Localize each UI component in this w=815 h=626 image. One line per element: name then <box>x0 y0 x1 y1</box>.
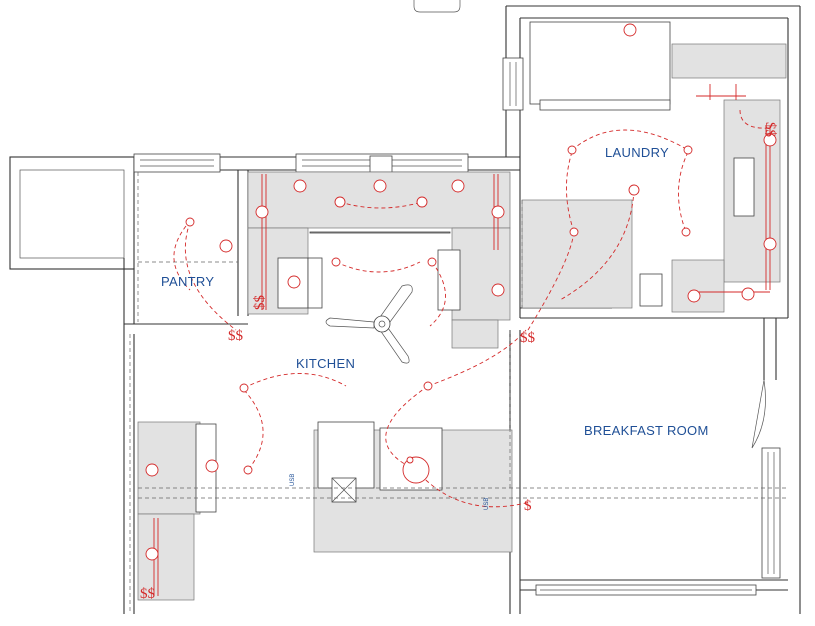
room-label-pantry: PANTRY <box>161 274 214 289</box>
switch-bottom: $$ <box>140 586 156 602</box>
fixtures <box>145 23 777 561</box>
switch-kitchen-east: $$ <box>520 330 536 346</box>
switches: $$ $$ $$ $$ $$ $ <box>140 122 778 602</box>
ceiling-fan-icon <box>325 284 413 364</box>
wiring <box>173 109 771 508</box>
dashed-lines <box>129 172 788 614</box>
outlet-runs <box>153 84 771 596</box>
room-labels: PANTRY KITCHEN LAUNDRY BREAKFAST ROOM US… <box>161 145 709 510</box>
recessed-lights <box>185 145 693 475</box>
switch-breakfast: $ <box>524 498 532 514</box>
windows <box>133 57 781 596</box>
room-label-breakfast-room: BREAKFAST ROOM <box>584 423 709 438</box>
usb-label-left: USB <box>290 474 296 486</box>
switch-pantry: $$ <box>252 295 268 311</box>
switch-laundry: $$ <box>762 122 778 138</box>
cabinets <box>137 21 787 601</box>
room-label-kitchen: KITCHEN <box>296 356 355 371</box>
usb-label-right: USB <box>484 498 490 510</box>
top-tag <box>413 0 461 13</box>
room-label-laundry: LAUNDRY <box>605 145 669 160</box>
switch-kitchen: $$ <box>228 328 244 344</box>
